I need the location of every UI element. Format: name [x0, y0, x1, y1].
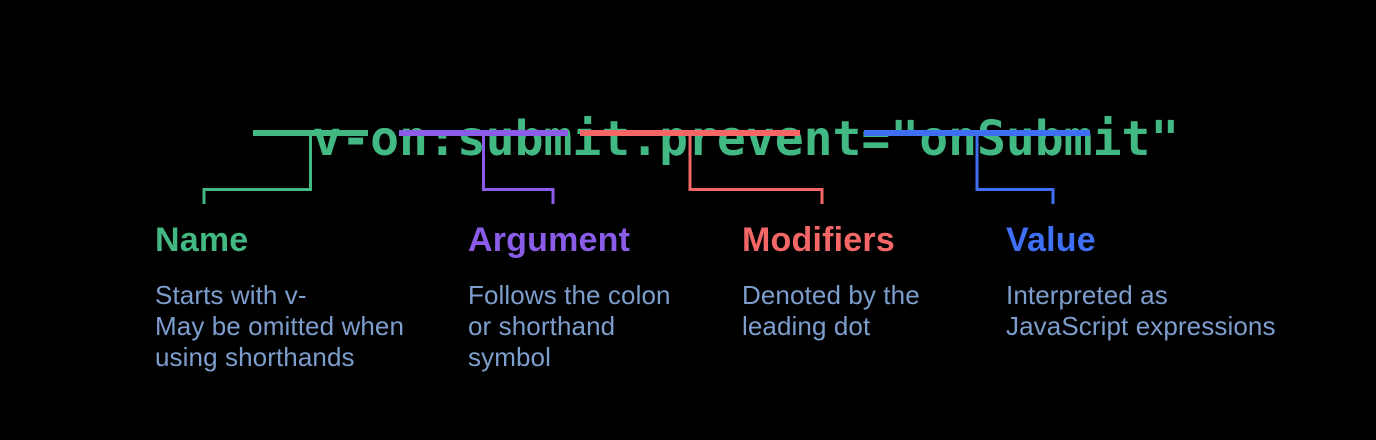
name-bracket-line — [202, 134, 312, 204]
value-bracket-line — [975, 134, 1055, 204]
section-value-title: Value — [1006, 221, 1096, 259]
code-segment-name: v-on — [312, 111, 428, 167]
modifiers-connector — [580, 130, 824, 204]
modifiers-underline-bar — [580, 130, 800, 136]
section-name-title: Name — [155, 221, 249, 259]
section-modifiers: Modifiers Denoted by the leading dot — [742, 222, 1072, 342]
argument-bracket-line — [482, 134, 555, 204]
section-argument: Argument Follows the colon or shorthand … — [468, 222, 798, 373]
directive-code: v-on:submit.prevent="onSubmit" — [0, 67, 1376, 211]
section-modifiers-description: Denoted by the leading dot — [742, 280, 920, 341]
code-segment-equals-quote: =" — [861, 111, 920, 167]
value-connector — [864, 130, 1090, 204]
section-argument-title: Argument — [468, 221, 631, 259]
code-segment-colon: : — [427, 111, 457, 167]
section-name: Name Starts with v- May be omitted when … — [155, 222, 485, 373]
code-segment-closing-quote: " — [1150, 111, 1180, 167]
code-segment-value: onSubmit — [919, 111, 1151, 167]
section-value-description: Interpreted as JavaScript expressions — [1006, 280, 1276, 341]
section-name-description: Starts with v- May be omitted when using… — [155, 280, 405, 372]
name-underline-bar — [253, 130, 368, 136]
argument-connector — [399, 130, 568, 204]
section-value: Value Interpreted as JavaScript expressi… — [1006, 222, 1336, 342]
name-connector — [202, 130, 368, 204]
section-modifiers-title: Modifiers — [742, 221, 895, 259]
modifiers-bracket-line — [688, 134, 824, 204]
section-argument-description: Follows the colon or shorthand symbol — [468, 280, 671, 372]
code-segment-modifiers: .prevent — [630, 111, 862, 167]
code-segment-argument: submit — [456, 111, 631, 167]
argument-underline-bar — [399, 130, 568, 136]
value-underline-bar — [864, 130, 1090, 136]
